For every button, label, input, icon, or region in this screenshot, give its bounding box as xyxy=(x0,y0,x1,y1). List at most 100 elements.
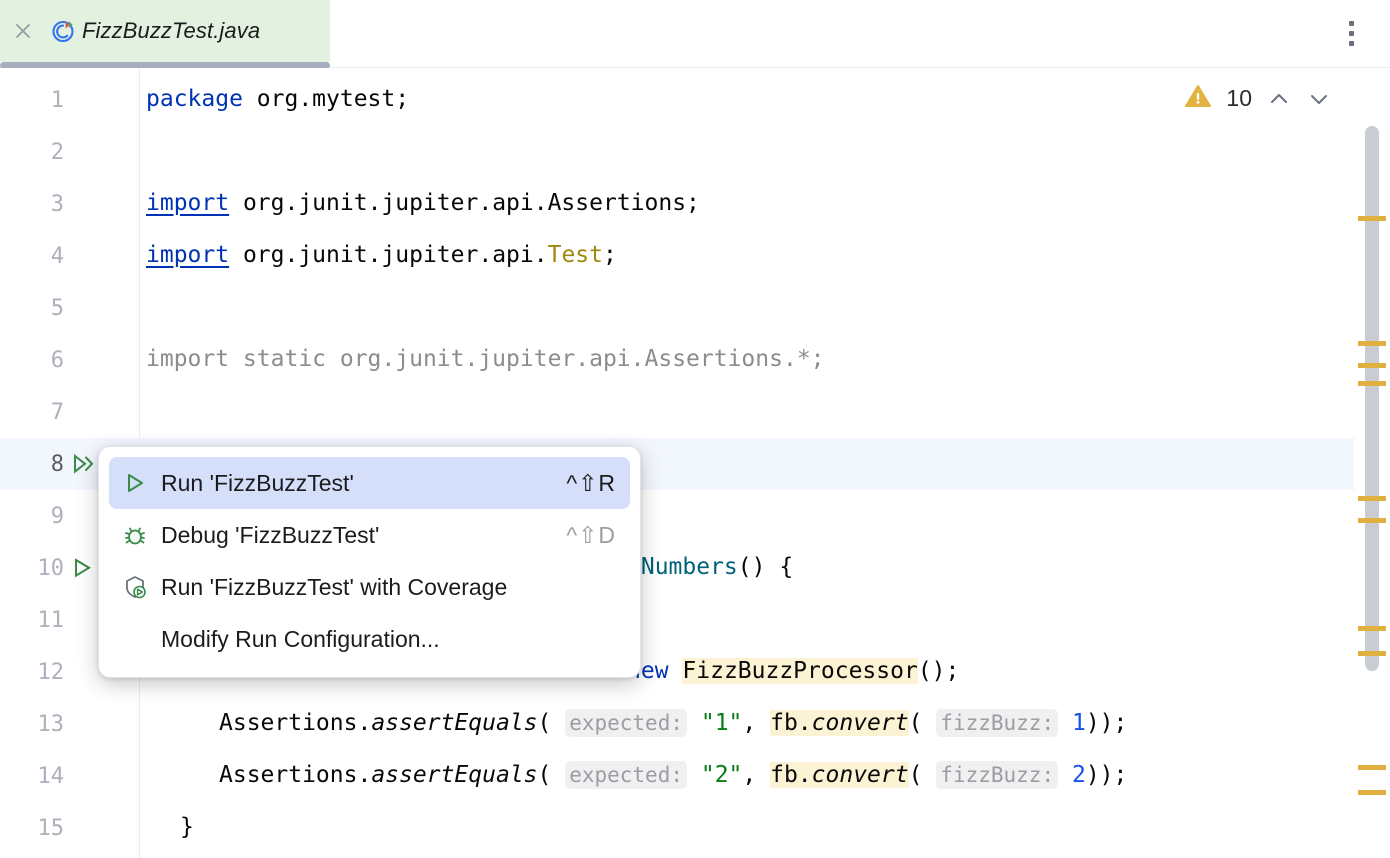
run-all-tests-icon[interactable] xyxy=(68,449,98,479)
code-text: () { xyxy=(737,554,794,580)
keyword-import: import xyxy=(146,242,230,268)
warning-count: 10 xyxy=(1226,85,1252,111)
warning-stripe-marker[interactable] xyxy=(1358,790,1386,795)
more-vertical-icon[interactable] xyxy=(1336,18,1366,48)
keyword-import: import xyxy=(146,190,230,216)
chevron-up-icon[interactable] xyxy=(1266,86,1292,112)
line-number: 10 xyxy=(37,555,65,581)
code-text: org.junit.jupiter.api. xyxy=(229,242,548,268)
line-number: 14 xyxy=(37,763,65,789)
param-hint-fizzbuzz: fizzBuzz: xyxy=(936,709,1059,737)
code-text: fb. xyxy=(770,762,812,788)
warning-stripe-marker[interactable] xyxy=(1358,518,1386,523)
code-line-15: } xyxy=(180,814,194,840)
editor-line-row: 12 xyxy=(0,646,1390,698)
menu-item-debug-fizzbuzztest[interactable]: Debug 'FizzBuzzTest' ^⇧D xyxy=(109,509,630,561)
editor-line-row: 13 xyxy=(0,698,1390,750)
editor-line-row: 1 xyxy=(0,74,1390,126)
string-literal: "2" xyxy=(700,762,743,788)
static-method-assertequals: assertEquals xyxy=(371,710,538,736)
warning-stripe-marker[interactable] xyxy=(1358,363,1386,368)
code-text: (); xyxy=(917,658,960,684)
method-name: lNumbers xyxy=(627,554,738,580)
code-text: Assertions. xyxy=(219,762,372,788)
keyword-package: package xyxy=(146,86,243,112)
warning-stripe-marker[interactable] xyxy=(1358,496,1386,501)
line-number: 1 xyxy=(50,87,64,113)
method-convert: convert xyxy=(811,762,909,788)
method-convert: convert xyxy=(811,710,909,736)
code-line-14: Assertions.assertEquals( expected: "2", … xyxy=(219,761,1127,789)
line-number: 4 xyxy=(50,243,64,269)
warning-stripe-marker[interactable] xyxy=(1358,341,1386,346)
close-icon[interactable] xyxy=(0,0,46,62)
number-literal: 2 xyxy=(1071,762,1086,788)
line-number: 8 xyxy=(50,451,64,477)
number-literal: 1 xyxy=(1071,710,1086,736)
menu-item-run-fizzbuzztest[interactable]: Run 'FizzBuzzTest' ^⇧R xyxy=(109,457,630,509)
code-text: Assertions. xyxy=(219,710,372,736)
menu-item-label: Run 'FizzBuzzTest' with Coverage xyxy=(161,573,508,600)
line-number: 2 xyxy=(50,139,64,165)
editor-line-row: 11 xyxy=(0,594,1390,646)
debug-bug-icon xyxy=(109,509,161,561)
annotation-test: Test xyxy=(547,242,603,268)
warning-stripe-marker[interactable] xyxy=(1358,381,1386,386)
chevron-down-icon[interactable] xyxy=(1306,86,1332,112)
editor-line-row: 15 xyxy=(0,802,1390,854)
editor-line-row: 10 xyxy=(0,542,1390,594)
code-text: ; xyxy=(602,242,617,268)
code-text: , xyxy=(742,710,771,736)
menu-item-label: Run 'FizzBuzzTest' xyxy=(161,469,354,496)
inspection-widget: 10 xyxy=(1184,82,1332,115)
menu-item-run-with-coverage[interactable]: Run 'FizzBuzzTest' with Coverage xyxy=(109,561,630,613)
code-text: )); xyxy=(1085,710,1128,736)
editor-tab-label: FizzBuzzTest.java xyxy=(82,18,261,43)
code-line-3: import org.junit.jupiter.api.Assertions; xyxy=(146,192,700,215)
warning-stripe-marker[interactable] xyxy=(1358,765,1386,770)
editor-line-row: 3 xyxy=(0,178,1390,230)
menu-item-label: Debug 'FizzBuzzTest' xyxy=(161,521,380,548)
code-text: ( xyxy=(537,762,566,788)
code-text: org.junit.jupiter.api.Assertions; xyxy=(229,190,700,216)
run-context-menu[interactable]: Run 'FizzBuzzTest' ^⇧R Debug 'FizzBuzzTe… xyxy=(98,446,641,678)
editor-line-row: 9 xyxy=(0,490,1390,542)
string-literal: "1" xyxy=(700,710,743,736)
expr-fb-convert: fb.convert xyxy=(770,762,909,788)
param-hint-expected: expected: xyxy=(565,709,687,737)
editor-tab-bar: FizzBuzzTest.java xyxy=(0,0,1390,69)
menu-item-shortcut: ^⇧D xyxy=(566,521,616,548)
warning-triangle-icon[interactable] xyxy=(1184,82,1212,115)
editor-line-row: 6 xyxy=(0,334,1390,386)
code-text: , xyxy=(742,762,771,788)
line-number: 11 xyxy=(37,607,65,633)
param-hint-fizzbuzz: fizzBuzz: xyxy=(936,761,1059,789)
code-text: ( xyxy=(908,710,937,736)
coverage-shield-icon xyxy=(109,561,161,613)
warning-stripe-marker[interactable] xyxy=(1358,626,1386,631)
menu-item-shortcut: ^⇧R xyxy=(566,469,616,496)
editor-line-row: 14 xyxy=(0,750,1390,802)
static-method-assertequals: assertEquals xyxy=(371,762,538,788)
code-text: org.mytest; xyxy=(242,86,410,112)
param-hint-expected: expected: xyxy=(565,761,687,789)
warning-stripe-marker[interactable] xyxy=(1358,651,1386,656)
run-test-icon[interactable] xyxy=(68,553,98,583)
editor-line-row: 4 xyxy=(0,230,1390,282)
expr-fb-convert: fb.convert xyxy=(770,710,909,736)
code-line-10: lNumbers() { xyxy=(627,556,793,579)
tabbar-divider xyxy=(330,67,1390,68)
line-number: 15 xyxy=(37,815,65,841)
code-text: ( xyxy=(908,762,937,788)
code-line-6: import static org.junit.jupiter.api.Asse… xyxy=(146,346,825,372)
line-number: 5 xyxy=(50,295,64,321)
editor-tab-fizzbuzztest[interactable]: FizzBuzzTest.java xyxy=(0,0,330,62)
menu-item-modify-run-configuration[interactable]: Modify Run Configuration... xyxy=(109,613,630,665)
editor-line-row: 7 xyxy=(0,386,1390,438)
code-line-4: import org.junit.jupiter.api.Test; xyxy=(146,244,617,267)
editor-tab-underline xyxy=(0,62,330,69)
warning-stripe-marker[interactable] xyxy=(1358,216,1386,221)
scrollbar-thumb[interactable] xyxy=(1365,126,1379,671)
line-number: 13 xyxy=(37,711,65,737)
editor-scrollbar[interactable] xyxy=(1354,68,1390,858)
